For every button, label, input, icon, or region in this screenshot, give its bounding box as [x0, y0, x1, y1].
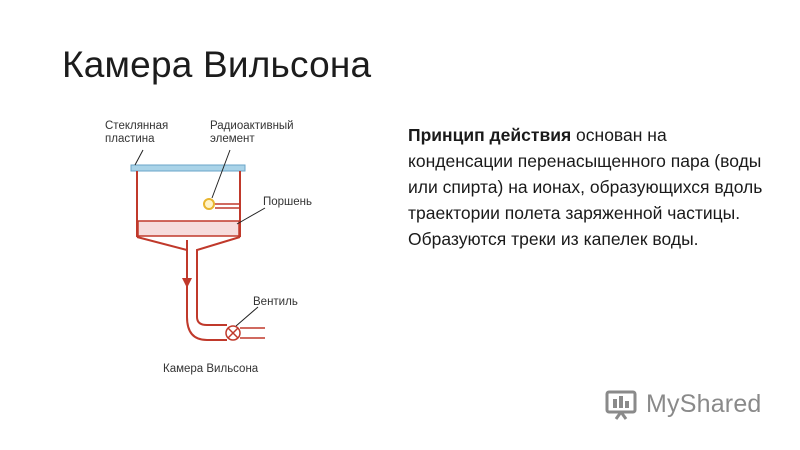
- diagram-caption: Камера Вильсона: [163, 363, 259, 375]
- body-text-lead: Принцип действия: [408, 125, 572, 145]
- piston: [137, 220, 240, 237]
- label-valve: Вентиль: [253, 296, 298, 308]
- pointer-piston: [236, 207, 266, 225]
- pointer-glass: [134, 149, 144, 166]
- pipe-inner: [196, 316, 227, 326]
- watermark-text: MyShared: [646, 389, 762, 418]
- glass-plate: [130, 164, 246, 172]
- pipe-outer: [186, 316, 227, 341]
- chamber-bottom-right: [196, 236, 241, 317]
- pointer-radioactive: [211, 149, 231, 199]
- body-text: Принцип действия основан на конденсации …: [408, 122, 768, 252]
- valve-cross-b: [227, 327, 239, 339]
- radioactive-source: [203, 198, 215, 210]
- label-radioactive-element: Радиоактивный элемент: [210, 120, 294, 145]
- body-text-rest: основан на конденсации перенасыщенного п…: [408, 125, 763, 249]
- myshared-logo-icon: [605, 390, 637, 420]
- chamber-bottom-left: [136, 236, 188, 317]
- label-glass-plate: Стеклянная пластина: [105, 120, 169, 145]
- label-piston: Поршень: [263, 196, 313, 208]
- pointer-valve: [235, 306, 259, 327]
- wilson-chamber-diagram: Стеклянная пластина Радиоактивный элемен…: [95, 112, 345, 392]
- motion-arrow-head: [182, 278, 192, 288]
- diagram-drawing: [130, 149, 266, 341]
- slide-title: Камера Вильсона: [62, 44, 372, 85]
- myshared-watermark[interactable]: MyShared: [604, 384, 762, 424]
